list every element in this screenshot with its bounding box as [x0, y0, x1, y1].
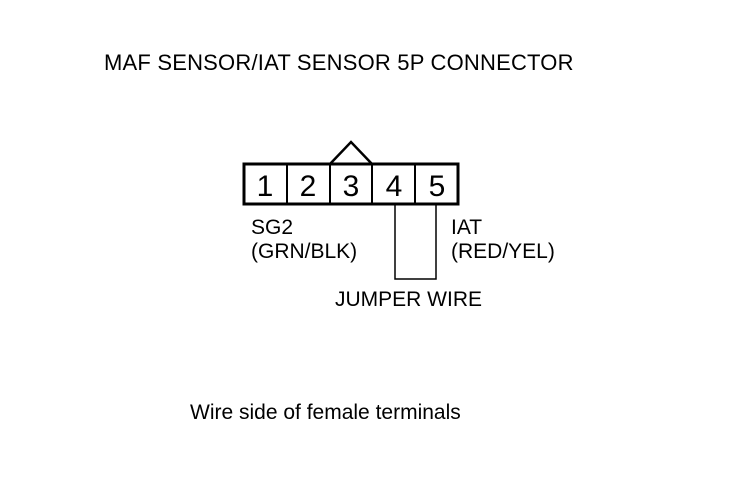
pin-number-1: 1: [257, 170, 274, 203]
iat-wire-color: (RED/YEL): [451, 240, 555, 263]
pin-number-5: 5: [429, 170, 446, 203]
locking-tab: [329, 140, 373, 165]
diagram-title: MAF SENSOR/IAT SENSOR 5P CONNECTOR: [104, 50, 574, 75]
view-caption: Wire side of female terminals: [190, 401, 461, 424]
pin-number-2: 2: [300, 170, 317, 203]
pin-number-4: 4: [386, 170, 403, 203]
pin-number-3: 3: [343, 170, 360, 203]
connector-body: [242, 162, 460, 206]
sg2-terminal-label: SG2: [251, 216, 294, 239]
iat-terminal-label: IAT: [451, 216, 483, 239]
sg2-wire-color: (GRN/BLK): [251, 240, 358, 263]
jumper-wire-label: JUMPER WIRE: [335, 288, 482, 311]
jumper-wire: [394, 204, 437, 280]
